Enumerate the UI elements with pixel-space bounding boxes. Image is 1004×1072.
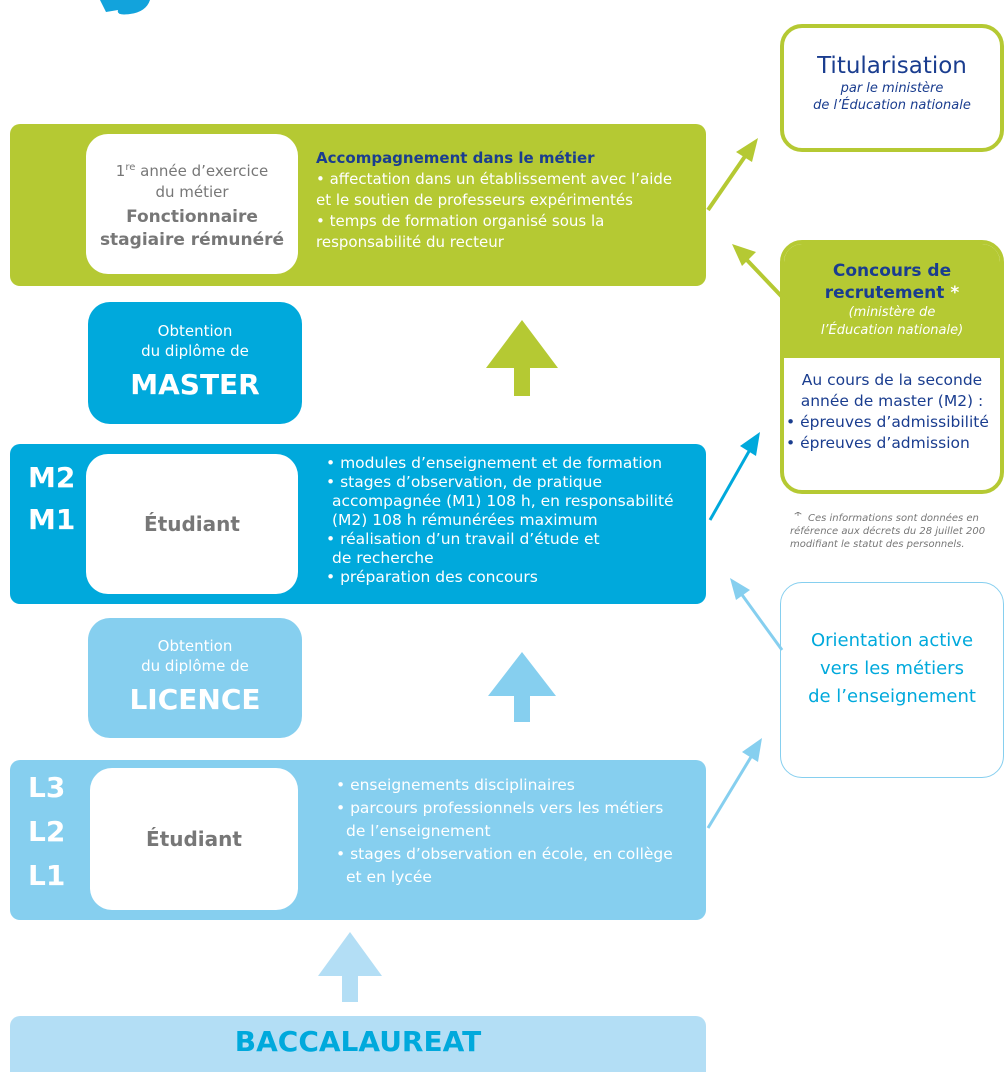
licence-student-box: Étudiant [90, 768, 298, 910]
up-arrow-icon [486, 320, 558, 396]
footnote-line: Ces informations sont données en [808, 513, 979, 524]
level-l3: L3 [28, 771, 66, 804]
licence-items: • enseignements disciplinaires • parcour… [336, 774, 706, 889]
concours-title-2-line: recrutement * [784, 282, 1000, 304]
stagiaire-item: • temps de formation organisé sous la [316, 212, 605, 230]
master-line2: du diplôme de [141, 342, 249, 360]
concours-sub-2: l’Éducation nationale) [820, 323, 964, 338]
stagiaire-item: et le soutien de professeurs expérimenté… [316, 191, 633, 209]
baccalaureat-band: BACCALAUREAT [10, 1016, 706, 1072]
stagiaire-item: responsabilité du recteur [316, 233, 504, 251]
stagiaire-year-rest: année d’exercice [135, 161, 269, 180]
baccalaureat-title: BACCALAUREAT [234, 1024, 482, 1058]
stagiaire-year-number: 1 [115, 161, 126, 180]
concours-body-line: • épreuves d’admissibilité [786, 413, 989, 431]
titularisation-box: Titularisation par le ministère de l’Édu… [780, 24, 1004, 152]
licence-item: • parcours professionnels vers les métie… [336, 799, 664, 817]
footnote-line: référence aux décrets du 28 juillet 200 [790, 526, 986, 537]
master-line1: Obtention [157, 322, 233, 340]
licence-line1: Obtention [157, 637, 233, 655]
stagiaire-white-box: 1re année d’exercice du métier Fonctionn… [86, 134, 298, 274]
up-arrow-icon [488, 652, 556, 722]
master-student-box: Étudiant [86, 454, 298, 594]
stagiaire-status-1: Fonctionnaire [126, 206, 258, 227]
licence-item: de l’enseignement [346, 822, 491, 840]
orientation-line: vers les métiers [820, 658, 964, 679]
concours-body-line: Au cours de la seconde [801, 371, 983, 389]
concours-header: Concours de recrutement * (ministère de … [784, 244, 1000, 358]
level-m2: M2 [28, 461, 76, 494]
stagiaire-status-2: stagiaire rémunéré [99, 229, 285, 250]
concours-asterisk: * [950, 283, 960, 303]
stagiaire-item: • affectation dans un établissement avec… [316, 170, 673, 188]
titularisation-title: Titularisation [817, 53, 967, 79]
licence-item: • stages d’observation en école, en coll… [336, 845, 673, 863]
master-item: (M2) 108 h rémunérées maximum [332, 511, 598, 529]
concours-box: Concours de recrutement * (ministère de … [780, 240, 1004, 494]
licence-title: LICENCE [129, 683, 261, 716]
footnote-asterisk: * [794, 512, 802, 524]
master-title: MASTER [130, 368, 260, 401]
concours-body-line: année de master (M2) : [800, 392, 984, 410]
arrow-concours-to-stagiaire [732, 244, 787, 302]
stagiaire-text: Accompagnement dans le métier • affectat… [316, 148, 704, 253]
master-item: • réalisation d’un travail d’étude et [326, 530, 600, 548]
master-item: accompagnée (M1) 108 h, en responsabilit… [332, 492, 674, 510]
orientation-line: de l’enseignement [808, 686, 976, 707]
master-student-label: Étudiant [144, 512, 240, 536]
orientation-box: Orientation active vers les métiers de l… [780, 582, 1004, 778]
concours-sub-1: (ministère de [848, 305, 936, 320]
licence-diploma-box: Obtention du diplôme de LICENCE [88, 618, 302, 738]
arrow-to-titularisation [706, 138, 758, 212]
level-l1: L1 [28, 859, 66, 892]
master-item: • modules d’enseignement et de formation [326, 454, 663, 472]
stagiaire-line2: du métier [155, 182, 229, 201]
arrow-licence-to-orientation [706, 738, 762, 829]
up-arrow-icon [318, 932, 382, 1002]
master-item: • préparation des concours [326, 568, 538, 586]
arrow-orientation-to-master [730, 578, 784, 651]
concours-title-1: Concours de [832, 261, 952, 281]
level-m1: M1 [28, 503, 76, 536]
stagiaire-year-sup: re [125, 161, 136, 173]
footnote: * Ces informations sont données en référ… [790, 512, 1004, 551]
orientation-text: Orientation active vers les métiers de l… [781, 627, 1003, 711]
concours-body-line: • épreuves d’admission [786, 434, 970, 452]
master-item: de recherche [332, 549, 434, 567]
footnote-line: modifiant le statut des personnels. [790, 539, 965, 550]
concours-body: Au cours de la seconde année de master (… [784, 358, 1000, 454]
licence-line2: du diplôme de [141, 657, 249, 675]
titularisation-subtitle-1: par le ministère [840, 81, 944, 96]
level-l2: L2 [28, 815, 66, 848]
stagiaire-heading: Accompagnement dans le métier [316, 149, 595, 167]
arrow-to-concours [708, 432, 760, 521]
licence-item: et en lycée [346, 868, 432, 886]
stagiaire-year-line: 1re année d’exercice [116, 157, 268, 182]
corner-decoration [100, 0, 150, 15]
licence-item: • enseignements disciplinaires [336, 776, 575, 794]
orientation-line: Orientation active [810, 630, 974, 651]
titularisation-subtitle-2: de l’Éducation nationale [813, 98, 971, 113]
concours-title-2: recrutement [824, 283, 945, 303]
master-item: • stages d’observation, de pratique [326, 473, 602, 491]
master-diploma-box: Obtention du diplôme de MASTER [88, 302, 302, 424]
licence-student-label: Étudiant [146, 827, 242, 851]
master-items: • modules d’enseignement et de formation… [326, 454, 706, 587]
